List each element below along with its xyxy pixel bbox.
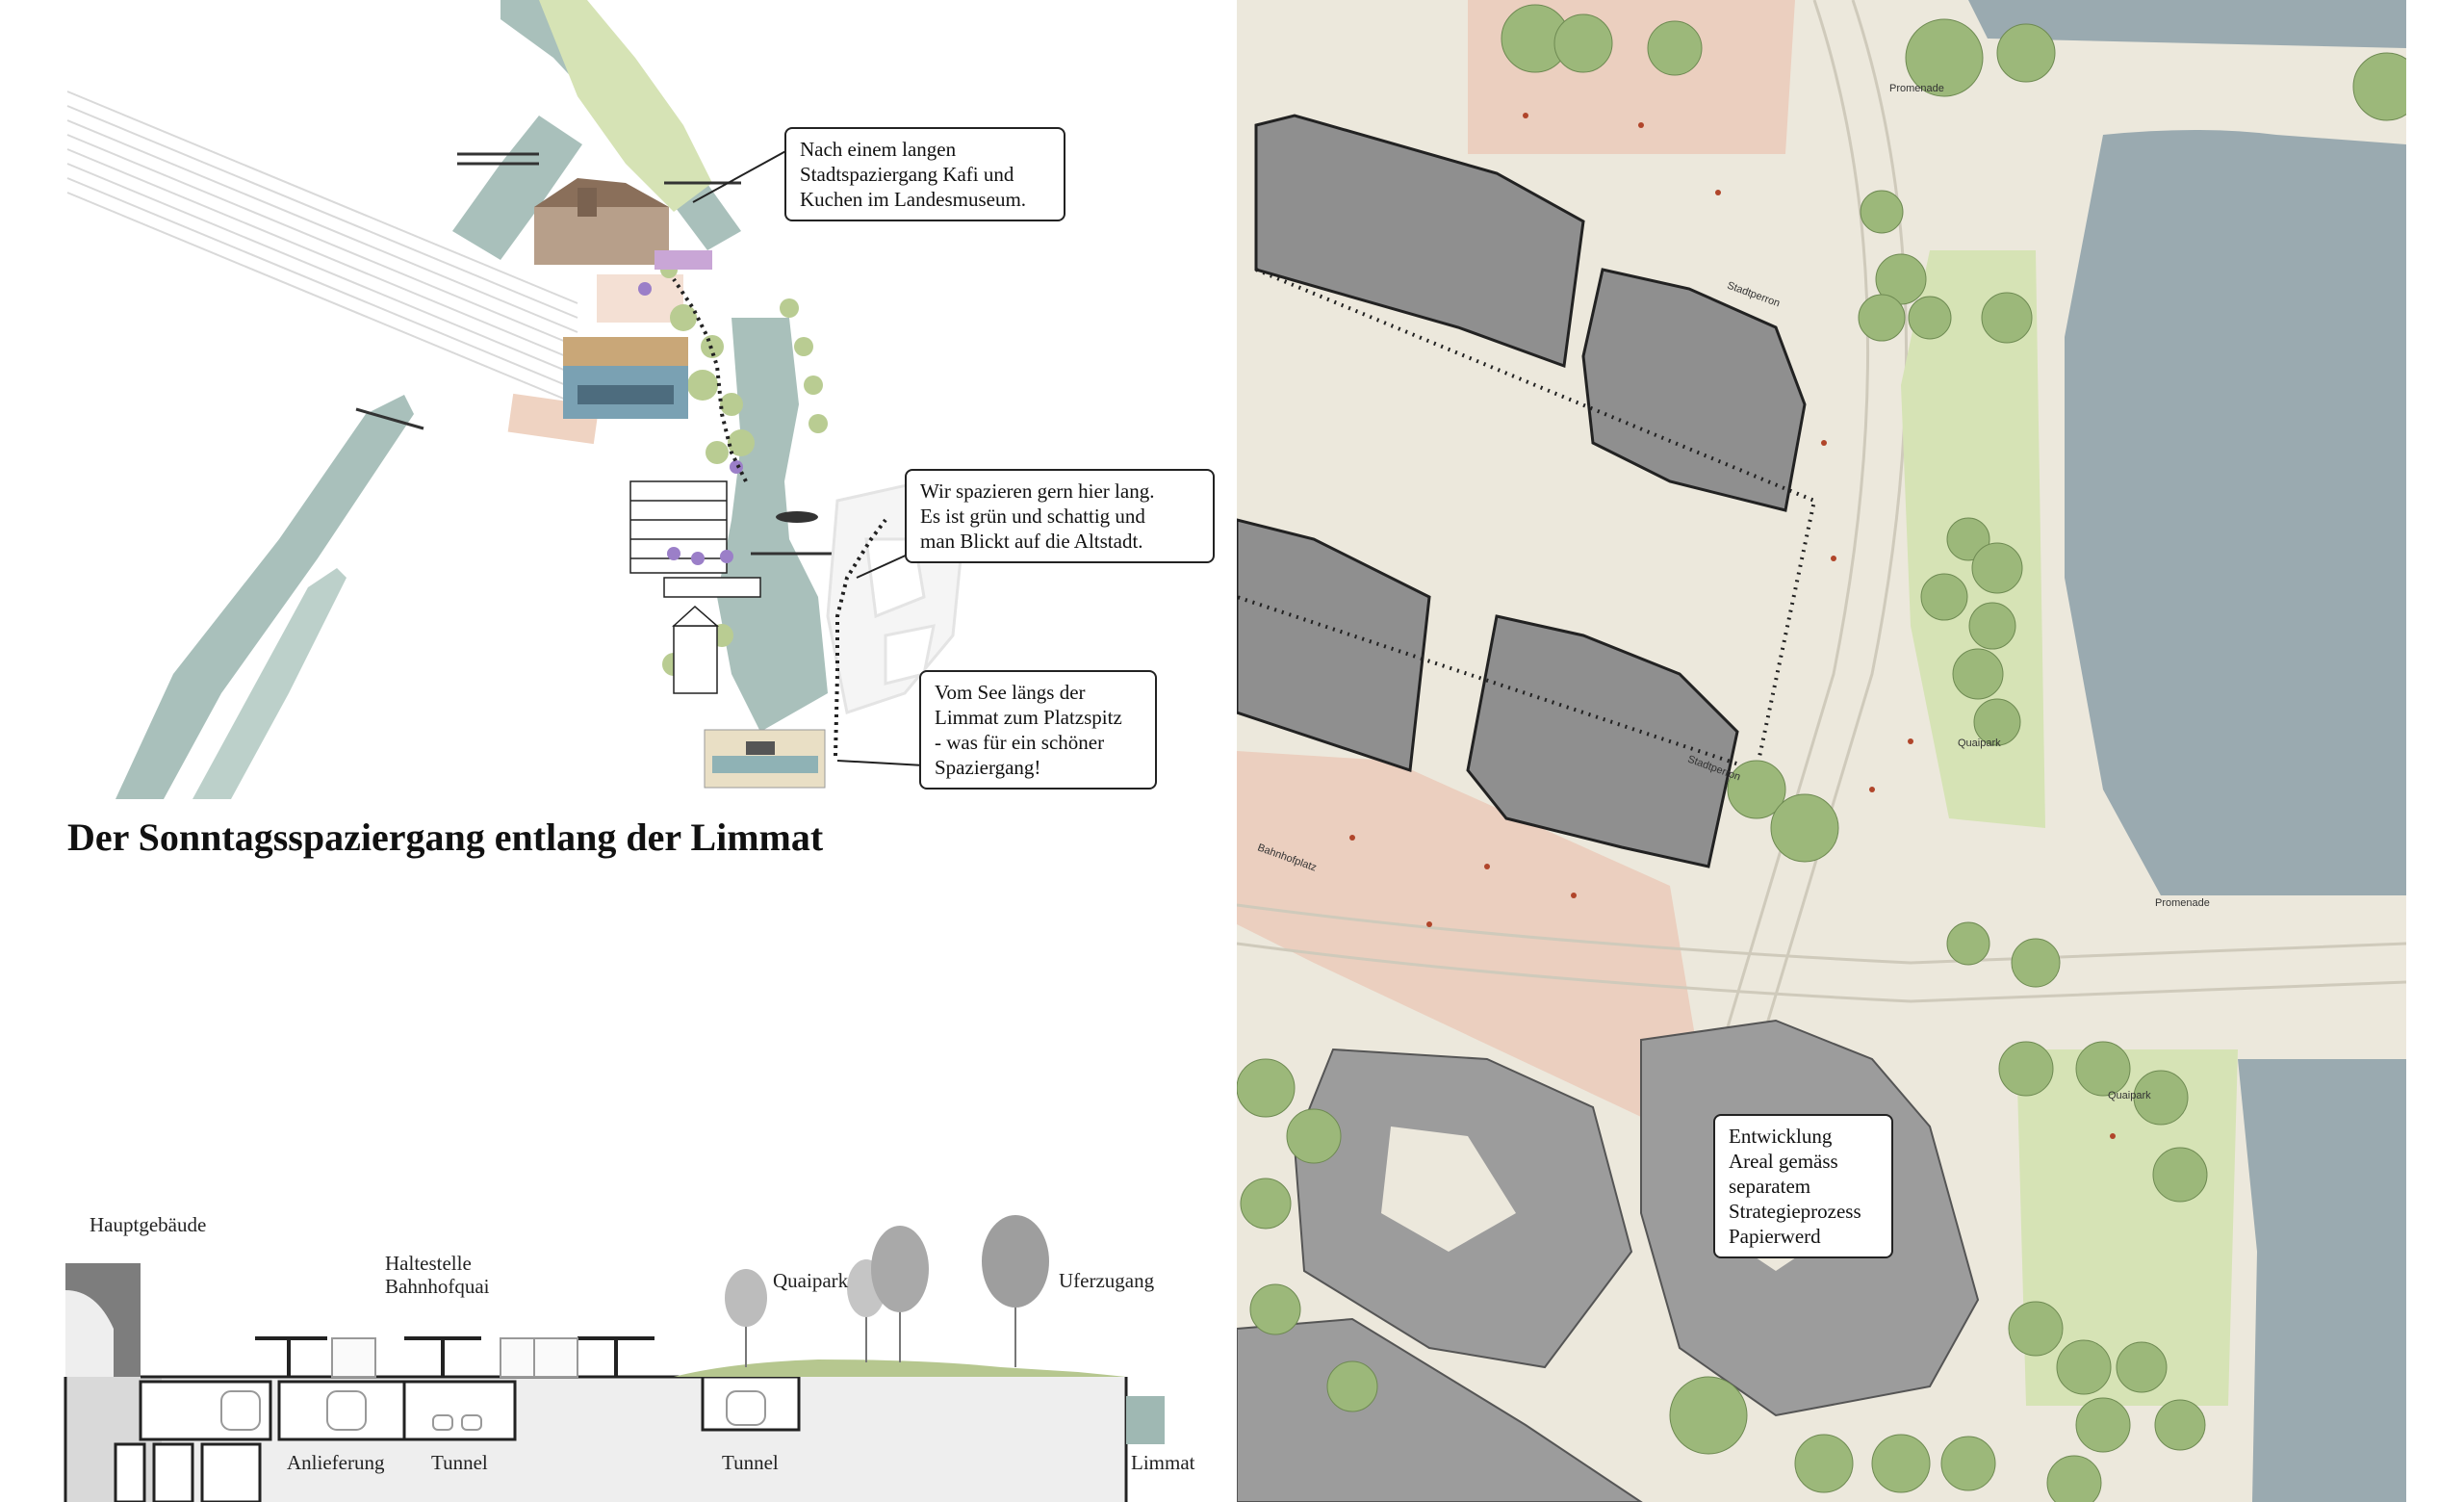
map-label-quaipark-lower: Quaipark xyxy=(2108,1090,2151,1101)
label-uferzugang: Uferzugang xyxy=(1059,1269,1155,1292)
historic-photo xyxy=(563,337,688,419)
postcard-image xyxy=(704,729,826,789)
map-label-promenade-mid: Promenade xyxy=(2155,897,2210,909)
label-limmat: Limmat xyxy=(1131,1451,1195,1474)
limmat-water-lower xyxy=(2238,1059,2406,1502)
platzspitz-park xyxy=(539,0,712,212)
callout-leaders xyxy=(692,148,925,766)
walk-route xyxy=(672,277,887,757)
boat-icon xyxy=(776,511,818,523)
map-trees xyxy=(1237,4,2406,1502)
bahnhofplatz-area xyxy=(1237,751,1699,1117)
section-trees xyxy=(725,1215,1049,1367)
people-dots xyxy=(1349,113,2116,1139)
limmat-water-top xyxy=(1968,0,2406,48)
site-plan xyxy=(1237,0,2406,1502)
tunnel-vehicles xyxy=(220,1390,766,1431)
roads xyxy=(1237,0,2406,1060)
label-anlieferung: Anlieferung xyxy=(287,1451,385,1474)
map-label-promenade-top: Promenade xyxy=(1889,83,1944,94)
hauptgebaeude-portal xyxy=(65,1263,141,1377)
lilac-flowers xyxy=(638,282,743,565)
trams xyxy=(331,1337,578,1378)
callout-altstadt-view: Wir spazieren gern hier lang. Es ist grü… xyxy=(905,469,1215,563)
river-limmat-main xyxy=(717,318,828,732)
main-station-buildings xyxy=(1237,114,1807,868)
label-haltestelle: Haltestelle Bahnhofquai xyxy=(385,1252,490,1298)
tram-stop-canopies xyxy=(255,1336,654,1377)
station-hall-outline xyxy=(1237,268,1817,773)
hotel-sketch xyxy=(629,480,761,694)
quaipark-mound xyxy=(674,1360,1126,1377)
right-panel-site-plan: Promenade Stadtperron Stadtperron Bahnho… xyxy=(1237,0,2406,1502)
limmat-walk-map xyxy=(66,0,964,799)
landesmuseum-illustration xyxy=(534,178,712,270)
map-label-quaipark-upper: Quaipark xyxy=(1958,738,2001,749)
river-sihl-south xyxy=(116,395,414,799)
callout-landesmuseum: Nach einem langen Stadtspaziergang Kafi … xyxy=(784,127,1065,221)
rail-tracks xyxy=(66,91,578,405)
quaipark-lower xyxy=(2016,1049,2238,1406)
label-hauptgebaeude: Hauptgebäude xyxy=(90,1213,207,1236)
river-sihl-north xyxy=(452,116,582,260)
cross-section-drawing xyxy=(64,1215,1165,1502)
basement-rooms xyxy=(114,1442,262,1502)
river-channel xyxy=(192,568,346,799)
callout-papierwerd: Entwicklung Areal gemäss separatem Strat… xyxy=(1713,1114,1893,1258)
label-tunnel-1: Tunnel xyxy=(431,1451,488,1474)
plaza-area-2 xyxy=(597,274,683,323)
label-quaipark: Quaipark xyxy=(773,1269,849,1292)
callout-see-platzspitz: Vom See längs der Limmat zum Platzspitz … xyxy=(919,670,1157,790)
left-panel: Nach einem langen Stadtspaziergang Kafi … xyxy=(64,0,1215,1502)
limmat-water xyxy=(1126,1396,1165,1444)
limmat-water-upper xyxy=(2065,130,2406,895)
label-tunnel-2: Tunnel xyxy=(722,1451,779,1474)
page-title: Der Sonntagsspaziergang entlang der Limm… xyxy=(67,816,824,859)
